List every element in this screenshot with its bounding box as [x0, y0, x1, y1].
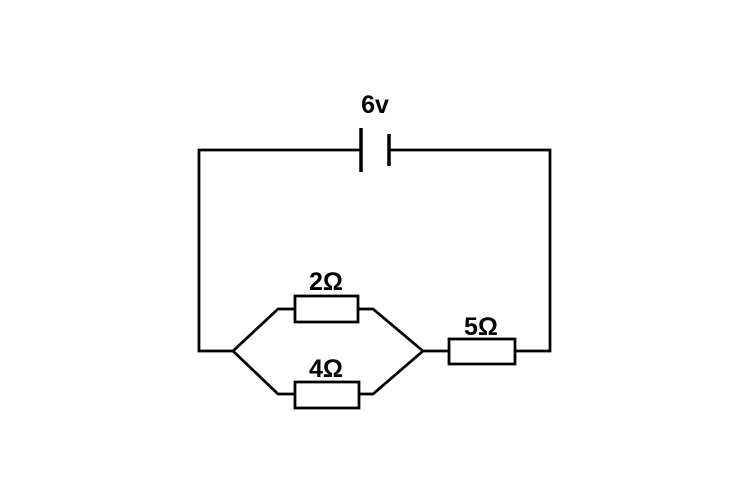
wire-top-branch-right [358, 307, 424, 353]
resistor-2ohm-box [293, 294, 360, 324]
battery-voltage-label: 6v [361, 91, 389, 119]
wire-top-branch-left [232, 307, 295, 353]
resistor-4ohm-box [293, 380, 361, 410]
wire-bottom-branch-left [232, 350, 295, 396]
resistor-2ohm-label: 2Ω [309, 268, 343, 296]
wire-right-loop [389, 148, 552, 353]
wire-left-loop [197, 148, 361, 353]
resistor-4ohm-label: 4Ω [309, 355, 343, 383]
wire-bottom-branch-right [359, 349, 424, 396]
resistor-5ohm-label: 5Ω [464, 313, 498, 341]
resistor-5ohm-box [447, 337, 517, 366]
